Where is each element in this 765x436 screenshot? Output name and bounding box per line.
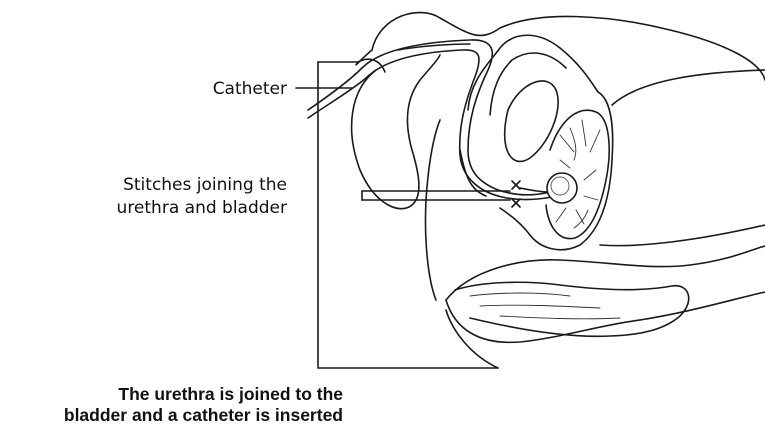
catheter-label: Catheter [213, 79, 287, 99]
pubic-region [352, 55, 440, 300]
stitches-label-line1: Stitches joining the [123, 175, 287, 195]
right-outline [600, 70, 765, 246]
stitches-label-line2: urethra and bladder [117, 198, 287, 218]
rectum [446, 246, 765, 342]
caption-line1: The urethra is joined to the [64, 384, 343, 405]
bladder [460, 35, 613, 250]
catheter-balloon [547, 173, 577, 203]
caption-line2: bladder and a catheter is inserted [64, 405, 343, 426]
figure-caption: The urethra is joined to the bladder and… [64, 384, 343, 426]
catheter-tube [308, 40, 552, 200]
